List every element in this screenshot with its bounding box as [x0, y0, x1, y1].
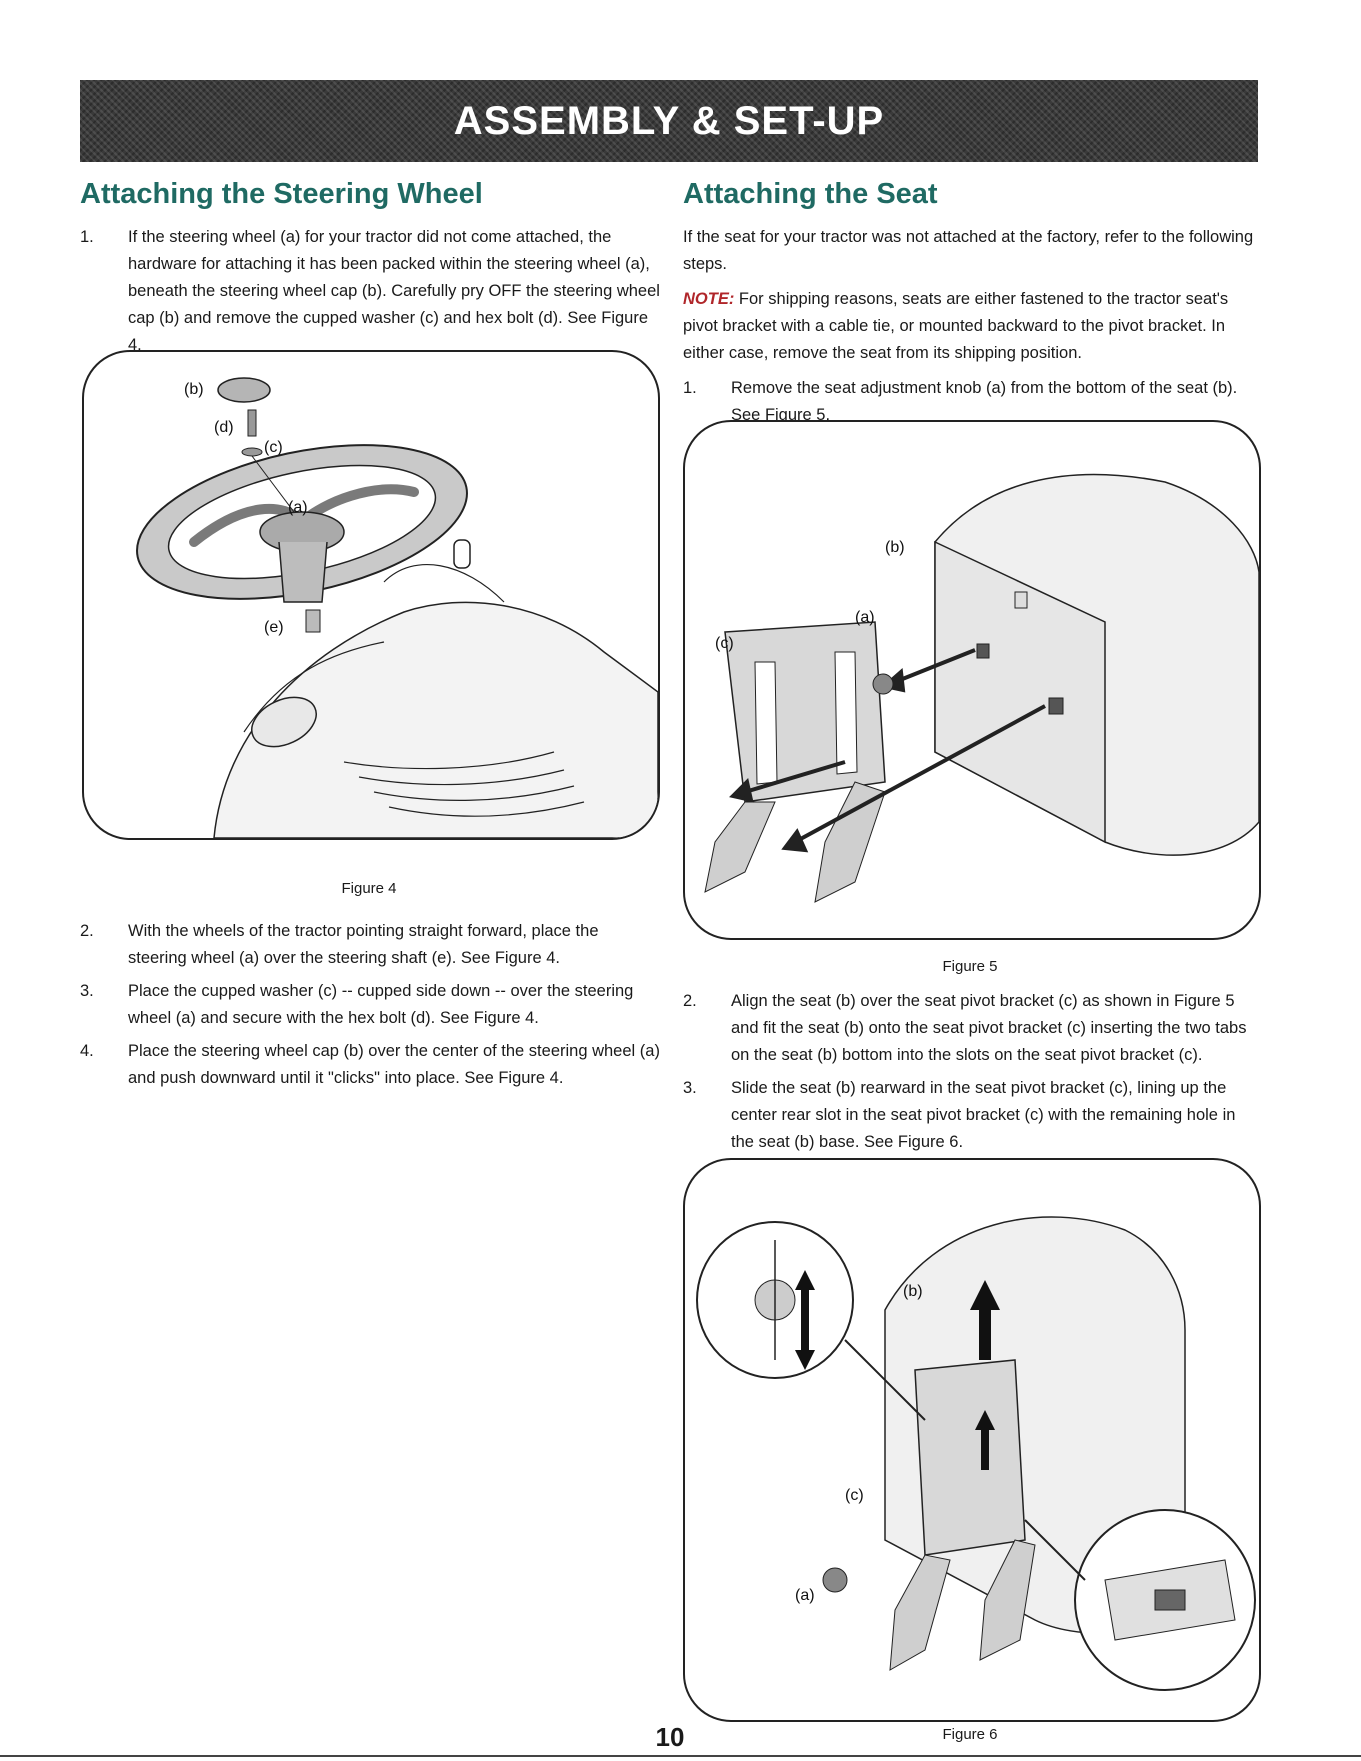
- step-number: 3.: [80, 982, 94, 1000]
- fig4-label-e: (e): [264, 619, 284, 636]
- seat-steps-2-3: 2. Align the seat (b) over the seat pivo…: [683, 988, 1258, 1156]
- page-number: 10: [655, 1722, 685, 1752]
- section-banner: ASSEMBLY & SET-UP: [80, 80, 1258, 162]
- fig6-label-a: (a): [795, 1587, 815, 1604]
- steering-wheel-heading: Attaching the Steering Wheel: [80, 178, 483, 210]
- banner-title: ASSEMBLY & SET-UP: [453, 98, 885, 143]
- figure-4-caption: Figure 4: [341, 880, 397, 897]
- seat-note: NOTE: For shipping reasons, seats are ei…: [683, 286, 1258, 367]
- fig6-label-b: (b): [903, 1283, 923, 1300]
- bottom-rule: [0, 1755, 1361, 1757]
- note-text: For shipping reasons, seats are either f…: [683, 290, 1229, 362]
- fig6-label-c: (c): [845, 1487, 864, 1504]
- step-text: Remove the seat adjustment knob (a) from…: [731, 379, 1238, 424]
- seat-heading: Attaching the Seat: [683, 178, 938, 210]
- seat-bracket-drawing: (b) (a) (c): [704, 473, 1259, 903]
- figure-6-illustration: (b) (c) (a): [683, 1158, 1261, 1722]
- step-text: Align the seat (b) over the seat pivot b…: [731, 992, 1247, 1064]
- seat-intro-block: If the seat for your tractor was not att…: [683, 224, 1258, 429]
- fig4-label-a: (a): [288, 499, 308, 516]
- step-number: 2.: [683, 992, 697, 1010]
- fig5-label-b: (b): [885, 539, 905, 556]
- fig4-label-c: (c): [264, 439, 283, 456]
- steering-steps-2-4: 2. With the wheels of the tractor pointi…: [80, 918, 660, 1092]
- step-number: 1.: [80, 228, 94, 246]
- figure-5-illustration: (b) (a) (c): [683, 420, 1261, 940]
- figure-5-caption: Figure 5: [942, 958, 998, 975]
- fig5-label-c: (c): [715, 635, 734, 652]
- steering-step-1: 1. If the steering wheel (a) for your tr…: [80, 224, 660, 359]
- note-label: NOTE:: [683, 290, 735, 308]
- step-text: With the wheels of the tractor pointing …: [128, 922, 599, 967]
- step-text: If the steering wheel (a) for your tract…: [128, 228, 660, 354]
- steering-wheel-drawing: (b) (d) (c) (a) (e): [136, 377, 658, 838]
- figure-4-illustration: (b) (d) (c) (a) (e): [82, 350, 660, 840]
- step-text: Place the steering wheel cap (b) over th…: [128, 1042, 660, 1087]
- figure-6-caption: Figure 6: [942, 1726, 998, 1743]
- fig4-label-d: (d): [214, 419, 234, 436]
- step-number: 3.: [683, 1079, 697, 1097]
- seat-slide-drawing: (b) (c) (a): [696, 1216, 1256, 1691]
- fig4-label-b: (b): [184, 381, 204, 398]
- step-number: 4.: [80, 1042, 94, 1060]
- fig5-label-a: (a): [855, 609, 875, 626]
- step-text: Slide the seat (b) rearward in the seat …: [731, 1079, 1236, 1151]
- seat-intro: If the seat for your tractor was not att…: [683, 228, 1254, 273]
- step-number: 1.: [683, 379, 697, 397]
- step-number: 2.: [80, 922, 94, 940]
- step-text: Place the cupped washer (c) -- cupped si…: [128, 982, 634, 1027]
